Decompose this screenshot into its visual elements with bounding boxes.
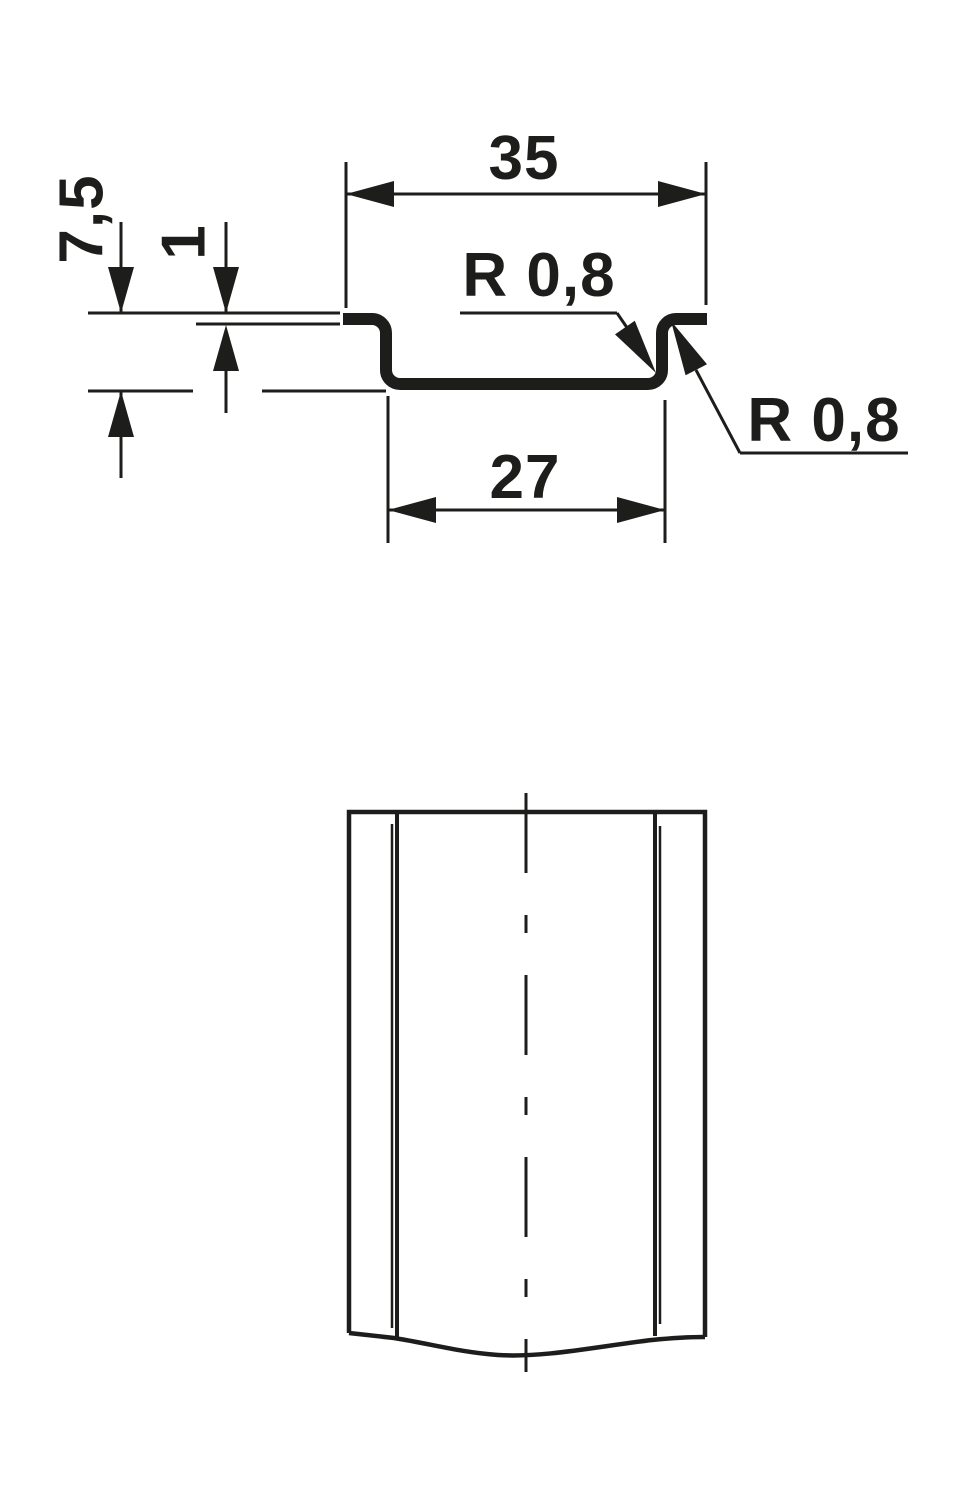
leader-radius-outer: R 0,8 — [671, 321, 908, 455]
arrowhead-right — [658, 181, 706, 207]
leader-arrowhead — [671, 321, 707, 376]
dim-label-width-bottom: 27 — [490, 443, 561, 512]
leader-line — [694, 369, 742, 454]
arrowhead-left — [388, 497, 436, 523]
rail-outline — [346, 809, 708, 1337]
break-line — [348, 1330, 706, 1358]
dimension-thickness-1: 1 — [150, 222, 340, 413]
dim-label-thickness: 1 — [150, 224, 219, 259]
arrowhead-down — [213, 267, 239, 313]
radius-label-outer: R 0,8 — [747, 386, 900, 455]
dimension-width-27: 27 — [386, 396, 667, 543]
leader-arrowhead — [615, 320, 656, 373]
dimension-height-7-5: 7,5 — [48, 174, 386, 478]
arrowhead-up — [108, 391, 134, 437]
radius-label-inner: R 0,8 — [462, 241, 615, 310]
front-view — [346, 793, 708, 1372]
leader-radius-inner: R 0,8 — [460, 241, 656, 373]
dimension-width-35: 35 — [344, 124, 708, 308]
arrowhead-up — [213, 325, 239, 371]
arrowhead-left — [346, 181, 394, 207]
arrowhead-down — [108, 267, 134, 313]
rail-profile-outline — [343, 313, 707, 390]
dim-label-width-top: 35 — [489, 124, 560, 193]
dim-label-height-total: 7,5 — [48, 174, 117, 263]
cross-section-view: 35 7,5 1 — [48, 124, 908, 543]
arrowhead-right — [617, 497, 665, 523]
